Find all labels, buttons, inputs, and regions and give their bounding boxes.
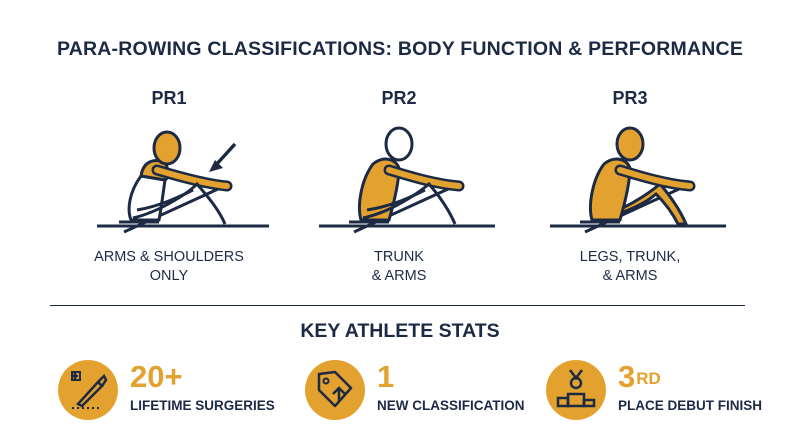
description-line: & ARMS bbox=[602, 268, 658, 284]
classification-description: TRUNK & ARMS bbox=[289, 248, 509, 286]
page-title: PARA-ROWING CLASSIFICATIONS: BODY FUNCTI… bbox=[56, 38, 744, 60]
classification-name: PR3 bbox=[612, 88, 648, 108]
stat-badge bbox=[546, 360, 606, 420]
description-line: ONLY bbox=[149, 268, 189, 284]
classification-name: PR1 bbox=[151, 88, 187, 108]
stat-value: 3RD bbox=[618, 359, 661, 394]
classification-description: ARMS & SHOULDERS ONLY bbox=[59, 248, 279, 286]
rower-pr1-icon bbox=[97, 130, 269, 234]
classification-pr2: PR2 TRUNK & ARMS bbox=[289, 88, 509, 286]
tag-arrow-icon bbox=[317, 370, 353, 408]
classification-pr1: PR1 ARMS & SHOULDERS ONLY bbox=[59, 88, 279, 286]
stat-badge bbox=[305, 360, 365, 420]
rower-pr3-icon bbox=[550, 126, 726, 234]
scalpel-medical-icon bbox=[71, 371, 108, 409]
description-line: LEGS, TRUNK, bbox=[579, 249, 681, 265]
stat-value: 1 bbox=[377, 359, 395, 394]
stat-label: LIFETIME SURGERIES bbox=[130, 398, 275, 413]
description-line: TRUNK bbox=[374, 249, 424, 265]
rower-pr2-icon bbox=[319, 126, 495, 234]
stats-title: KEY ATHLETE STATS bbox=[300, 320, 500, 342]
podium-medal-icon bbox=[556, 369, 596, 408]
classification-description: LEGS, TRUNK, & ARMS bbox=[520, 248, 740, 286]
classification-pr3: PR3 LEGS, TRUNK, & ARMS bbox=[520, 88, 740, 286]
description-line: ARMS & SHOULDERS bbox=[94, 249, 244, 265]
stat-badge bbox=[58, 360, 118, 420]
classification-name: PR2 bbox=[381, 88, 417, 108]
stat-value: 20+ bbox=[130, 359, 183, 394]
ordinal-suffix: RD bbox=[636, 369, 661, 388]
stat-label: NEW CLASSIFICATION bbox=[377, 398, 525, 413]
stat-label: PLACE DEBUT FINISH bbox=[618, 398, 763, 413]
section-divider bbox=[50, 305, 745, 306]
description-line: & ARMS bbox=[371, 268, 427, 284]
